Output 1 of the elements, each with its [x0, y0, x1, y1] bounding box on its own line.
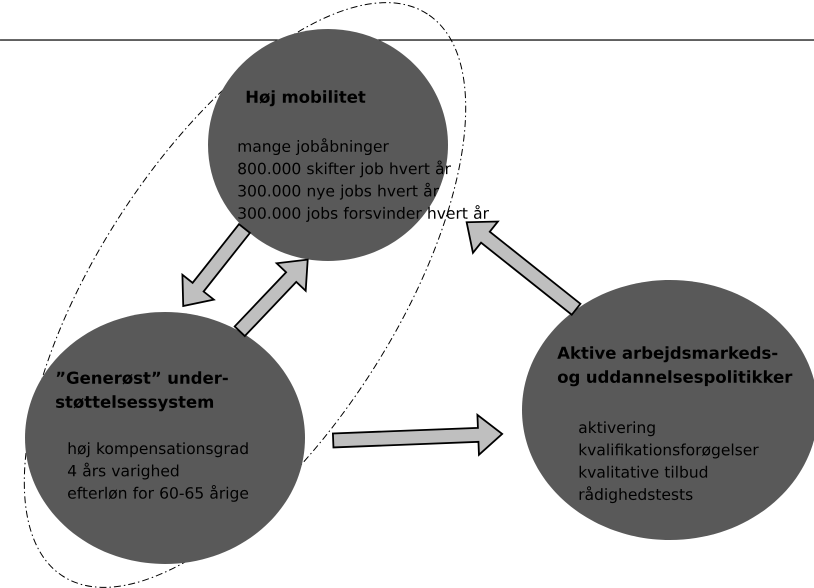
circle-node: ”Generøst” under-støttelsessystem høj kompensationsgrad 4 års varighed efterløn for 60-65 årige [25, 312, 305, 564]
